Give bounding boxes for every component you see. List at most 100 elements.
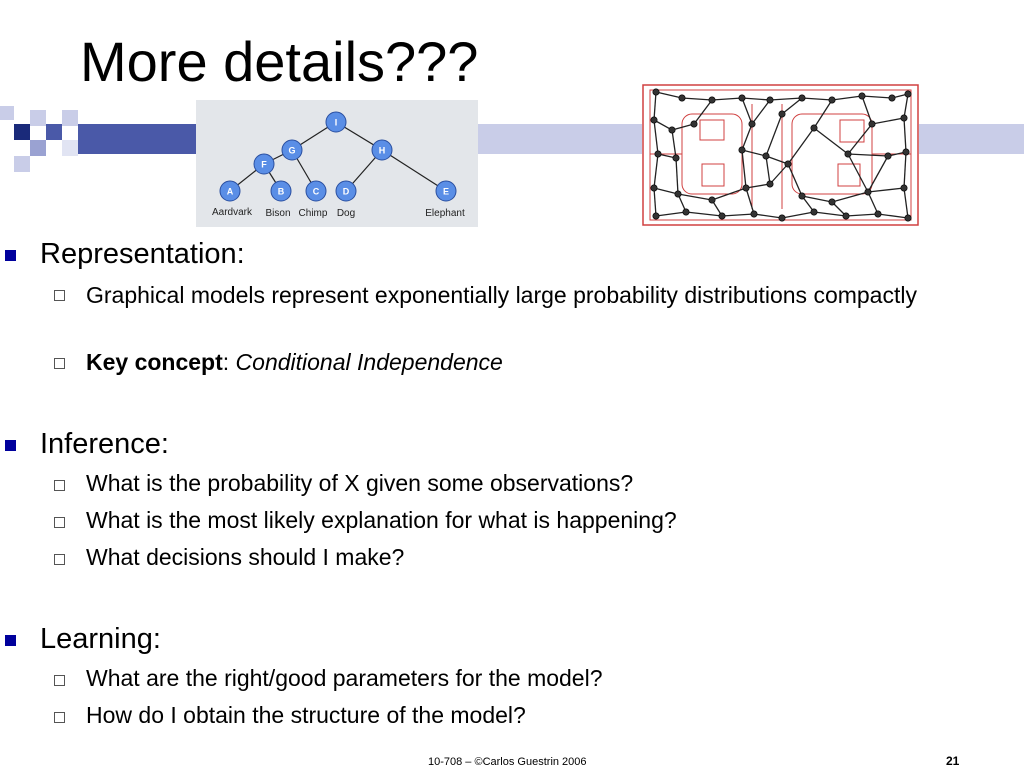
tree-node-D: D Dog — [335, 180, 357, 219]
network-node — [766, 96, 774, 104]
network-edge — [861, 95, 873, 125]
slide-footer: 10-708 – ©Carlos Guestrin 2006 — [428, 756, 587, 768]
network-edge — [711, 187, 747, 201]
network-node — [904, 90, 912, 98]
network-edge — [831, 95, 863, 101]
network-edge — [845, 213, 879, 217]
network-edge — [693, 99, 713, 125]
network-edge — [765, 155, 789, 165]
svg-text:D: D — [343, 187, 350, 197]
network-edge — [753, 213, 783, 219]
slide-number: 21 — [946, 754, 960, 768]
network-edge — [765, 155, 771, 185]
network-edge — [861, 95, 893, 99]
list-item: What is the most likely explanation for … — [86, 507, 677, 533]
network-node — [738, 94, 746, 102]
network-node — [900, 184, 908, 192]
bullet-hollow-square-icon — [54, 554, 65, 565]
svg-text:Bison: Bison — [265, 208, 290, 219]
network-edge — [769, 97, 803, 101]
network-node — [682, 208, 690, 216]
network-node — [884, 152, 892, 160]
network-edge — [745, 183, 771, 189]
network-edge — [847, 153, 889, 157]
network-edge — [903, 151, 907, 189]
tree-node-B: B Bison — [265, 180, 292, 219]
network-node — [674, 190, 682, 198]
network-edge — [685, 211, 723, 217]
network-node — [902, 148, 910, 156]
network-edge — [867, 191, 879, 215]
network-edge — [781, 211, 815, 219]
section-heading: Learning: — [40, 623, 161, 655]
network-node — [652, 88, 660, 96]
slide-title: More details??? — [80, 30, 479, 93]
network-node — [864, 188, 872, 196]
bullet-square-icon — [5, 440, 16, 451]
key-concept-label: Key concept — [86, 349, 223, 375]
network-node — [672, 154, 680, 162]
network-edge — [653, 119, 659, 155]
network-node — [810, 124, 818, 132]
network-node — [904, 214, 912, 222]
network-edge — [765, 113, 783, 157]
tree-node-I: I — [325, 111, 347, 133]
list-item: What are the right/good parameters for t… — [86, 665, 603, 691]
svg-text:G: G — [288, 146, 295, 156]
network-node — [798, 192, 806, 200]
network-edge — [671, 123, 695, 131]
network-node — [708, 196, 716, 204]
network-edge — [813, 99, 833, 129]
network-edge — [677, 193, 713, 201]
network-edge — [681, 97, 713, 101]
svg-text:E: E — [443, 187, 449, 197]
list-item: How do I obtain the structure of the mod… — [86, 702, 526, 728]
network-edge — [867, 155, 889, 193]
network-edge — [781, 97, 803, 115]
network-node — [718, 212, 726, 220]
network-edge — [711, 97, 743, 101]
network-edge — [903, 93, 909, 119]
network-node — [778, 110, 786, 118]
svg-text:Aardvark: Aardvark — [212, 207, 253, 218]
network-edge — [831, 191, 869, 203]
network-node — [668, 126, 676, 134]
network-edge — [847, 123, 873, 155]
network-node — [810, 208, 818, 216]
network-edge — [847, 153, 869, 193]
network-edge — [903, 117, 907, 153]
network-edge — [741, 97, 771, 101]
svg-text:C: C — [313, 187, 320, 197]
bullet-square-icon — [5, 250, 16, 261]
list-item: Graphical models represent exponentially… — [86, 282, 917, 308]
network-edge — [653, 91, 657, 121]
network-node — [750, 210, 758, 218]
network-edge — [751, 99, 771, 125]
network-edge — [801, 97, 833, 101]
network-edge — [721, 213, 755, 217]
network-edge — [671, 129, 677, 159]
network-node — [868, 120, 876, 128]
bullet-hollow-square-icon — [54, 517, 65, 528]
network-node — [742, 184, 750, 192]
network-node — [654, 150, 662, 158]
tree-node-E: E Elephant — [425, 180, 465, 219]
network-edge — [655, 91, 683, 99]
section-heading: Representation: — [40, 238, 245, 270]
network-node — [766, 180, 774, 188]
network-edge — [741, 149, 747, 189]
network-node — [708, 96, 716, 104]
network-node — [858, 92, 866, 100]
network-node — [652, 212, 660, 220]
floorplan-network-image — [642, 84, 919, 226]
bullet-hollow-square-icon — [54, 290, 65, 301]
tree-node-G: G — [281, 139, 303, 161]
network-node — [874, 210, 882, 218]
network-edge — [741, 123, 753, 151]
key-concept-value: Conditional Independence — [235, 349, 503, 375]
svg-text:B: B — [278, 187, 285, 197]
network-edge — [813, 127, 849, 155]
svg-text:Elephant: Elephant — [425, 208, 465, 219]
bullet-hollow-square-icon — [54, 712, 65, 723]
svg-text:F: F — [261, 160, 267, 170]
